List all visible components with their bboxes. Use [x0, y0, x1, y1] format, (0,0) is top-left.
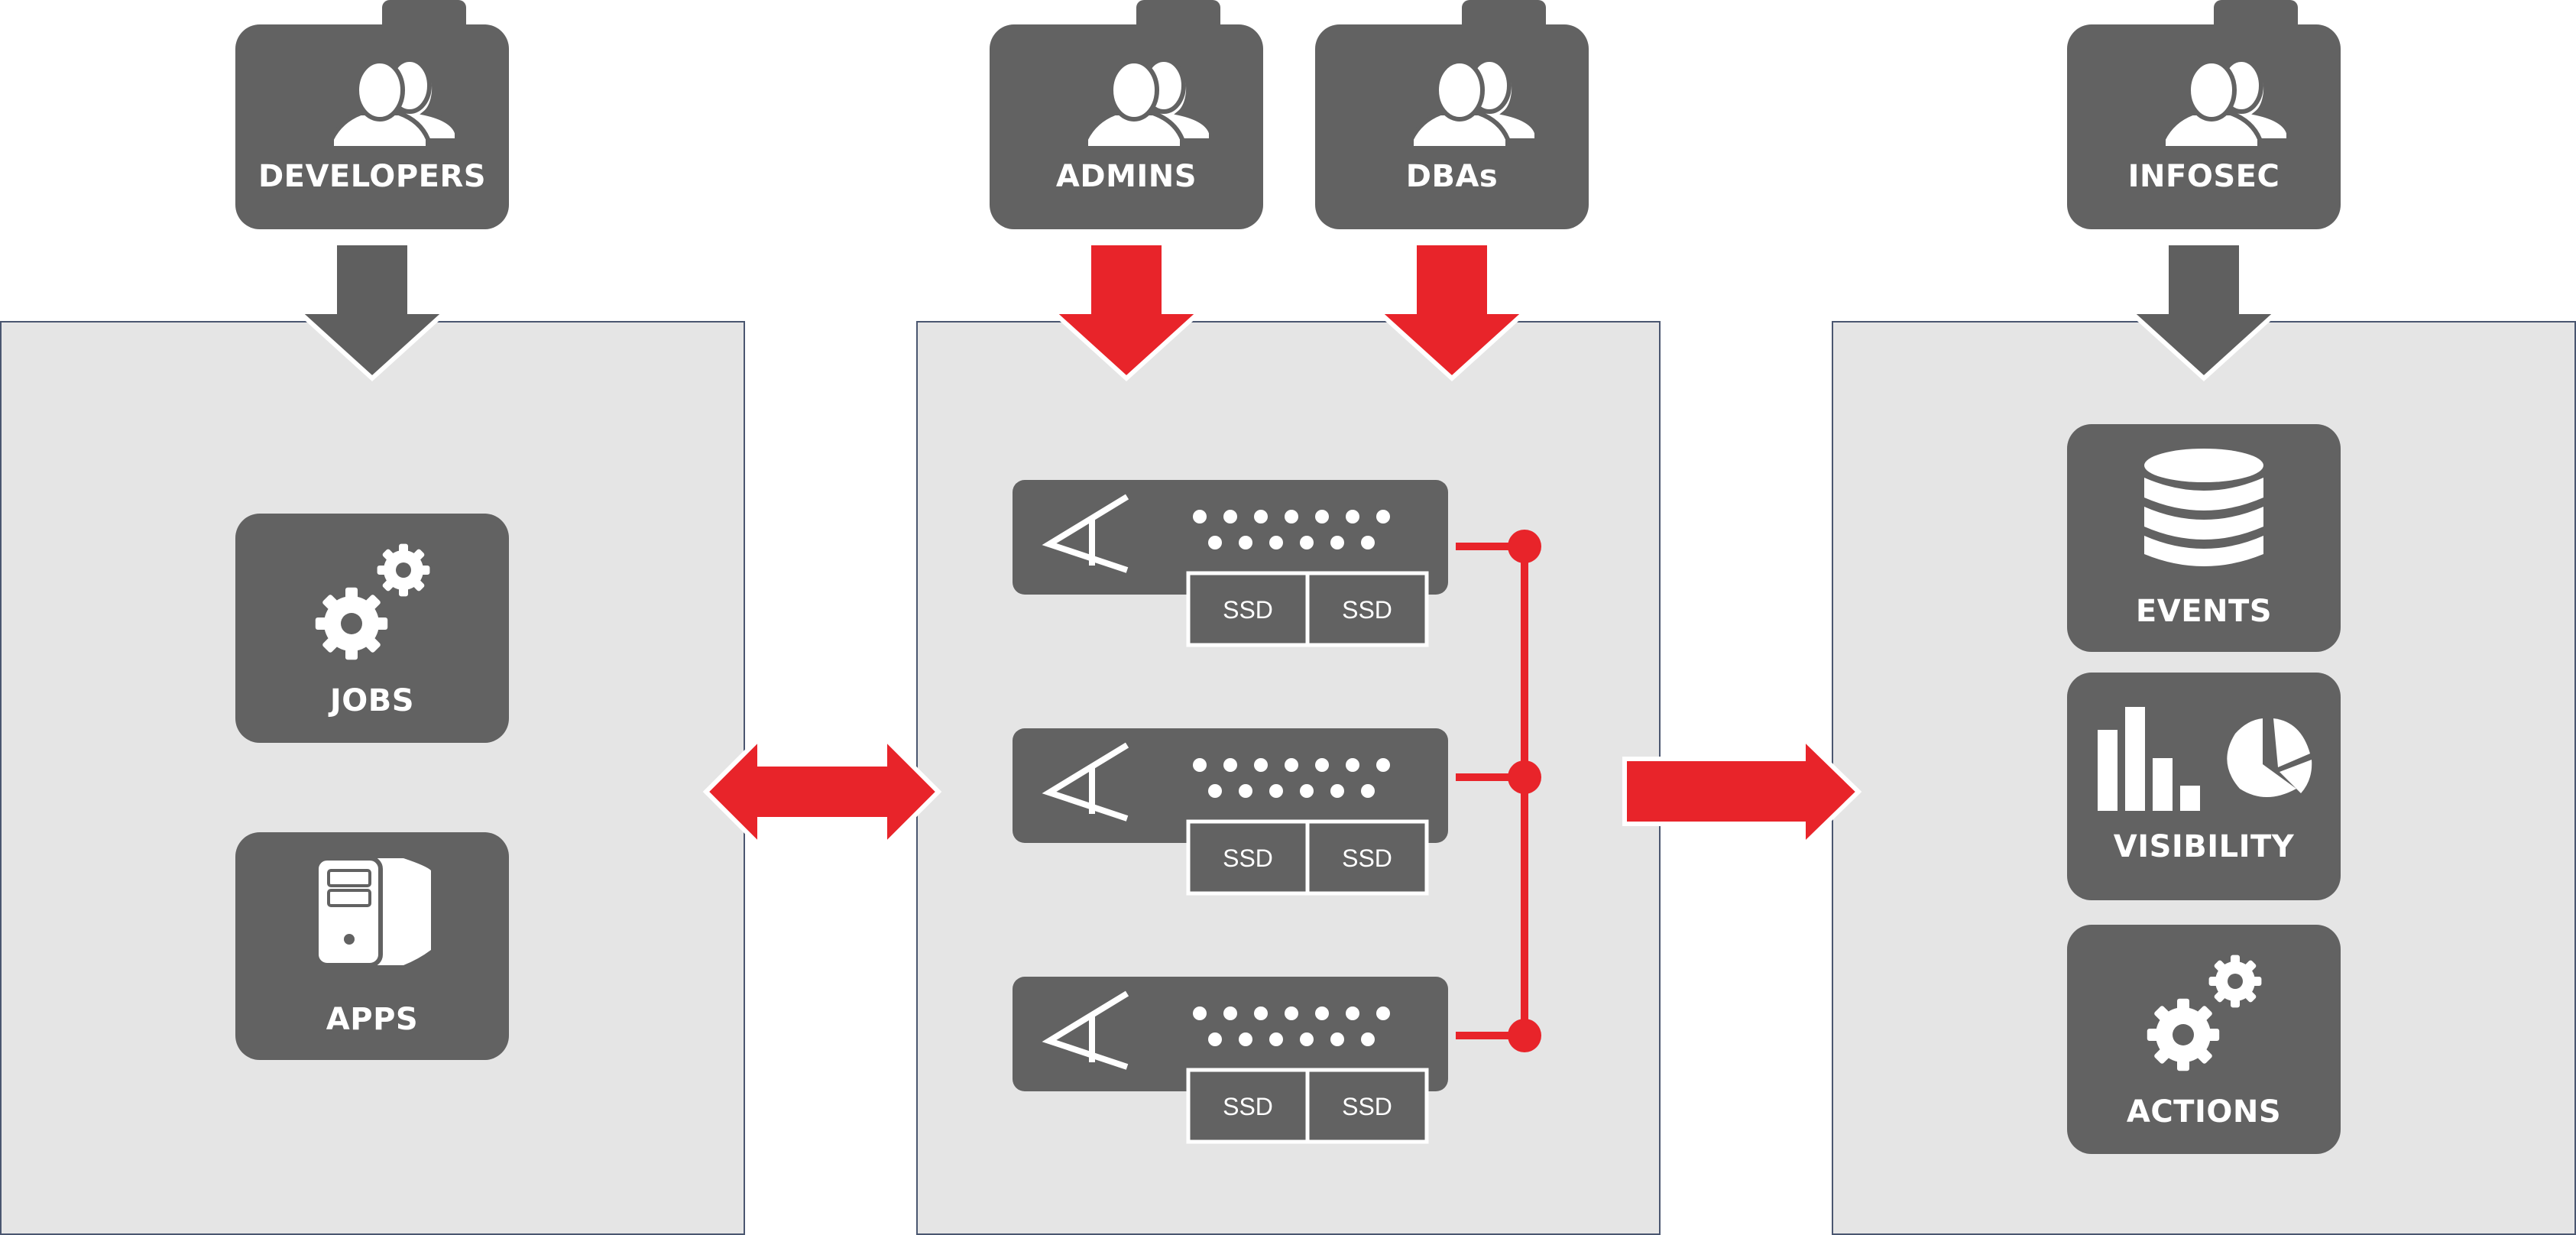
- infosec-tile: INFOSEC: [2067, 0, 2341, 229]
- admins-label: ADMINS: [1055, 159, 1197, 194]
- dbas-tile: DBAs: [1315, 0, 1589, 229]
- tile-tab: [2214, 0, 2298, 31]
- gears-icon: [2147, 955, 2262, 1071]
- ssd-slot: [1305, 571, 1429, 647]
- users-icon: [329, 57, 459, 151]
- ssd-slot: [1186, 1068, 1310, 1144]
- storage-node-icon: [1042, 742, 1129, 822]
- storage-node: SSD SSD: [1013, 728, 1448, 896]
- events-tile: EVENTS: [2067, 424, 2341, 652]
- ssd-slot: [1305, 1068, 1429, 1144]
- workloads-panel: [0, 321, 745, 1235]
- storage-node-icon: [1042, 990, 1129, 1070]
- database-icon: [2144, 449, 2263, 566]
- tile-tab: [1136, 0, 1220, 31]
- infosec-label: INFOSEC: [2127, 159, 2280, 194]
- visibility-tile: VISIBILITY: [2067, 673, 2341, 900]
- storage-node-icon: [1042, 494, 1129, 573]
- ssd-label: SSD: [1342, 844, 1392, 872]
- users-icon: [1409, 57, 1539, 151]
- gears-icon: [315, 543, 430, 660]
- bar-pie-chart-icon: [2098, 707, 2312, 811]
- apps-tile: APPS: [235, 832, 509, 1060]
- jobs-label: JOBS: [329, 683, 415, 718]
- ssd-label: SSD: [1223, 1093, 1273, 1120]
- events-label: EVENTS: [2135, 594, 2273, 629]
- storage-node: SSD SSD: [1013, 977, 1448, 1144]
- jobs-tile: JOBS: [235, 514, 509, 743]
- ssd-slot: [1305, 819, 1429, 896]
- visibility-label: VISIBILITY: [2113, 829, 2295, 864]
- ssd-label: SSD: [1223, 596, 1273, 624]
- tile-tab: [382, 0, 466, 31]
- dbas-label: DBAs: [1405, 159, 1499, 194]
- ssd-slot: [1186, 819, 1310, 896]
- ssd-label: SSD: [1342, 596, 1392, 624]
- tile-tab: [1462, 0, 1546, 31]
- developers-tile: DEVELOPERS: [235, 0, 509, 229]
- developers-label: DEVELOPERS: [258, 159, 487, 194]
- storage-node: SSD SSD: [1013, 480, 1448, 647]
- admins-tile: ADMINS: [990, 0, 1263, 229]
- ssd-label: SSD: [1342, 1093, 1392, 1120]
- ssd-label: SSD: [1223, 844, 1273, 872]
- apps-label: APPS: [326, 1002, 419, 1037]
- users-icon: [1084, 57, 1213, 151]
- actions-label: ACTIONS: [2126, 1094, 2282, 1130]
- ssd-slot: [1186, 571, 1310, 647]
- users-icon: [2161, 57, 2291, 151]
- server-tower-icon: [314, 856, 431, 968]
- actions-tile: ACTIONS: [2067, 925, 2341, 1154]
